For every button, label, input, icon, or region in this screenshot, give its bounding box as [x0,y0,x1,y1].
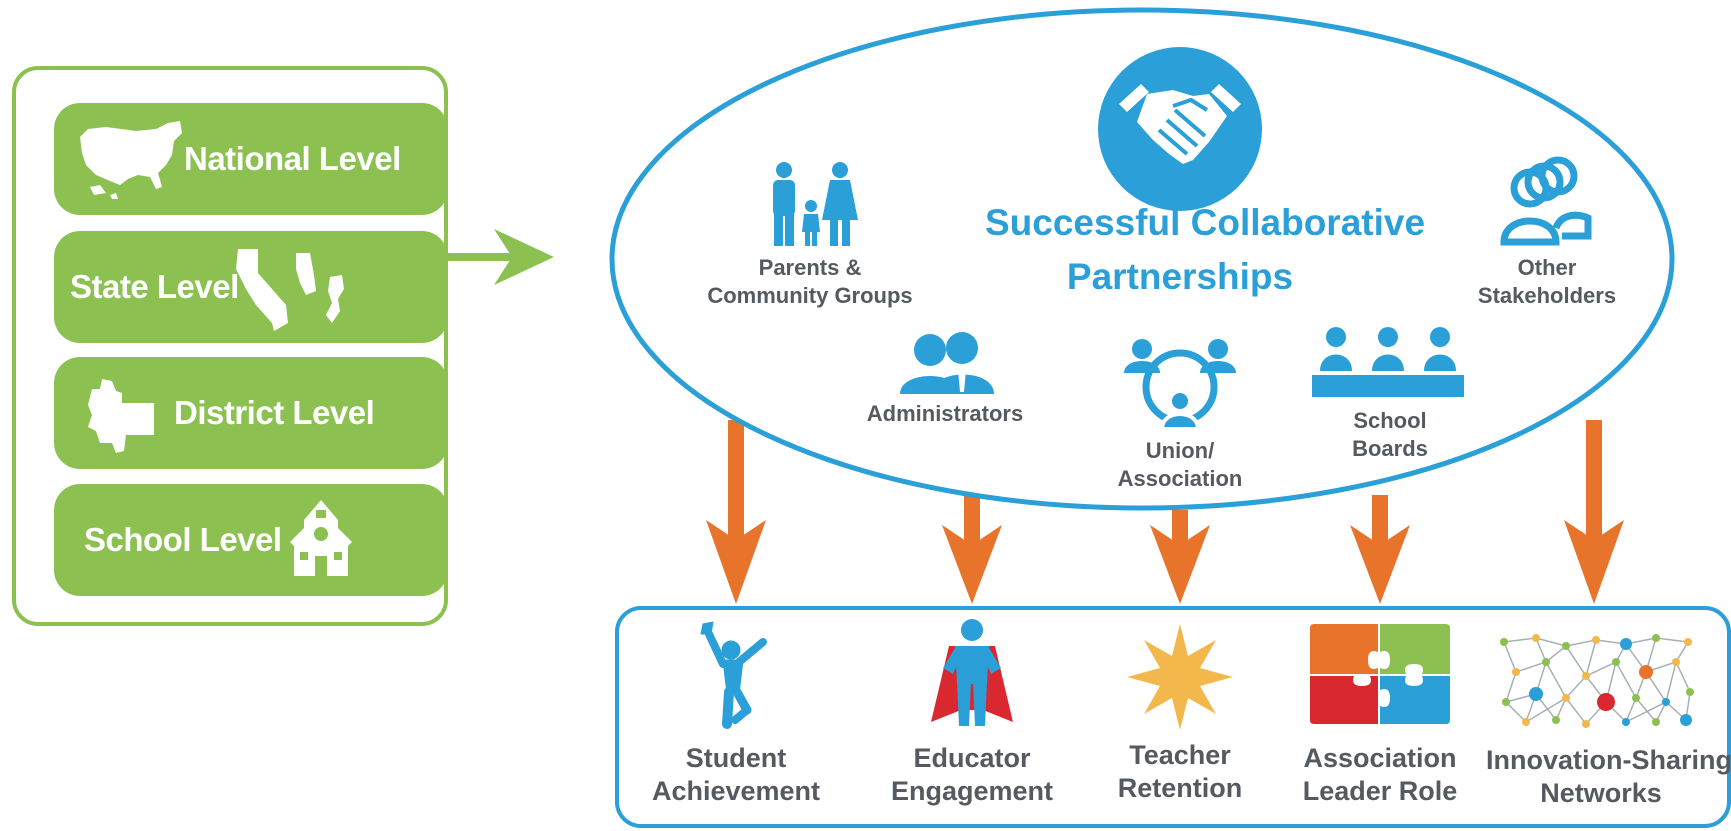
star-icon [1127,624,1233,730]
partnership-title-line1: Successful Collaborative [985,202,1426,243]
level-school: School Level [54,484,448,596]
union-network-icon [1124,339,1236,431]
level-national: National Level [54,103,448,215]
outcomes-panel [615,606,1731,828]
green-arrow [446,229,554,285]
outcome-educator-line1: Educator [913,743,1031,773]
level-school-label: School Level [84,521,282,558]
outcome-association-line1: Association [1303,743,1457,773]
stakeholder-other-line1: Other [1517,255,1577,280]
administrators-icon [900,332,994,394]
outcome-educator-line2: Engagement [890,776,1054,806]
stakeholder-board-line2: Boards [1352,436,1428,461]
arrow-to-teacher [1150,510,1210,604]
level-district: District Level [54,357,448,469]
outcome-student-line2: Achievement [651,776,821,806]
school-board-icon [1312,327,1464,397]
outcome-networks-line1: Innovation-Sharing [1486,745,1731,775]
level-state: State Level [54,231,448,343]
state-maps-icon [236,249,344,331]
stakeholder-board-line1: School [1353,408,1427,433]
puzzle-icon [1310,624,1450,724]
stakeholder-union-line1: Union/ [1145,438,1215,463]
district-map-icon [88,379,154,453]
partnership-title-line2: Partnerships [1066,256,1294,297]
network-icon [1500,634,1694,728]
stakeholder-parents-line1: Parents & [758,255,862,280]
stakeholder-administrators: Administrators [866,401,1024,426]
outcome-teacher-line2: Retention [1117,773,1243,803]
stakeholder-other-line2: Stakeholders [1477,283,1617,308]
family-icon [773,162,858,246]
outcome-teacher-line1: Teacher [1129,740,1231,770]
people-group-icon [1500,156,1592,246]
usa-map-icon [80,121,182,199]
level-district-label: District Level [174,394,375,431]
handshake-icon [1098,47,1262,211]
schoolhouse-icon [290,500,352,576]
levels-panel [12,66,448,626]
stakeholder-parents-line2: Community Groups [707,283,913,308]
level-national-label: National Level [184,140,401,177]
outcome-networks-line2: Networks [1540,778,1662,808]
student-jumping-icon [700,621,767,729]
level-state-label: State Level [70,268,239,305]
outcome-student-line1: Student [685,743,787,773]
arrow-to-association [1350,495,1410,604]
arrow-to-networks [1564,420,1624,604]
stakeholder-union-line2: Association [1117,466,1243,491]
arrow-to-student [706,420,766,604]
arrow-to-educator [942,495,1002,604]
outcome-association-line2: Leader Role [1302,776,1458,806]
superhero-icon [931,619,1013,726]
